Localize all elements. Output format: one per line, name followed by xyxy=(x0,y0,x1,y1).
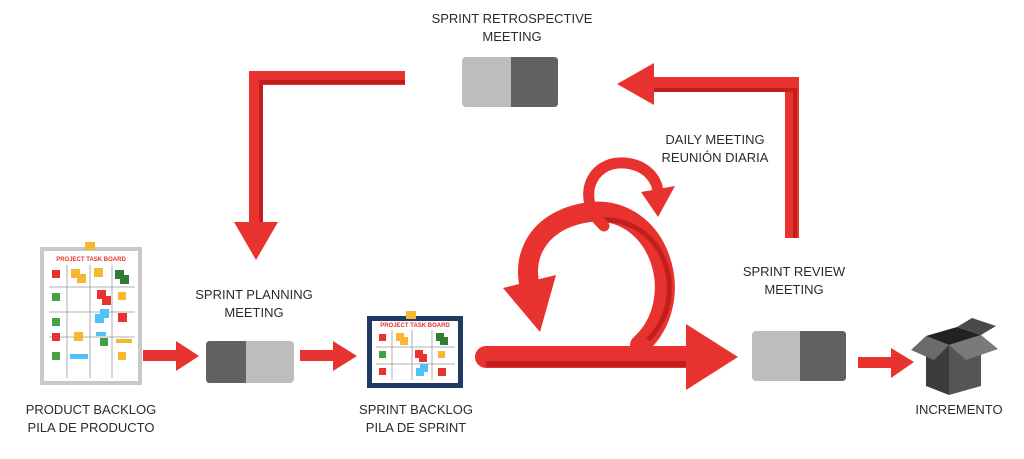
sprint-retrospective-line2: MEETING xyxy=(482,29,542,44)
increment-line1: INCREMENTO xyxy=(915,402,1003,417)
sprint-backlog-line2: PILA DE SPRINT xyxy=(365,420,467,435)
cycle-arrow-icon xyxy=(503,157,675,355)
sprint-planning-label: SPRINT PLANNING MEETING xyxy=(184,286,324,322)
sprint-retrospective-label: SPRINT RETROSPECTIVE MEETING xyxy=(402,10,622,46)
review-to-increment-arrow xyxy=(858,348,914,378)
product-backlog-line1: PRODUCT BACKLOG xyxy=(25,402,157,417)
increment-label: INCREMENTO xyxy=(904,401,1014,419)
sprint-planning-line2: MEETING xyxy=(224,305,284,320)
retrospective-meeting-icon xyxy=(462,57,558,107)
daily-meeting-line1: DAILY MEETING xyxy=(665,132,765,147)
sprint-retrospective-line1: SPRINT RETROSPECTIVE xyxy=(431,11,593,26)
daily-meeting-label: DAILY MEETING REUNIÓN DIARIA xyxy=(640,131,790,167)
sprint-review-line1: SPRINT REVIEW xyxy=(742,264,846,279)
sprint-review-label: SPRINT REVIEW MEETING xyxy=(724,263,864,299)
sprint-main-arrow xyxy=(475,324,738,390)
product-backlog-line2: PILA DE PRODUCTO xyxy=(27,420,155,435)
sprint-task-board-icon: PROJECT TASK BOARD xyxy=(367,311,463,388)
planning-to-sprint-backlog-arrow xyxy=(300,341,357,371)
review-to-retro-arrow xyxy=(617,63,799,238)
sprint-board-title: PROJECT TASK BOARD xyxy=(380,323,450,329)
product-backlog-label: PRODUCT BACKLOG PILA DE PRODUCTO xyxy=(16,401,166,437)
product-board-title: PROJECT TASK BOARD xyxy=(56,257,126,263)
sprint-review-line2: MEETING xyxy=(764,282,824,297)
daily-meeting-line2: REUNIÓN DIARIA xyxy=(661,150,769,165)
backlog-to-planning-arrow xyxy=(143,341,199,371)
retro-to-planning-arrow xyxy=(234,71,405,260)
product-task-board-icon: PROJECT TASK BOARD xyxy=(40,242,142,385)
box-icon xyxy=(911,318,998,395)
review-meeting-icon xyxy=(752,331,846,381)
sprint-backlog-line1: SPRINT BACKLOG xyxy=(359,402,473,417)
sprint-planning-line1: SPRINT PLANNING xyxy=(195,287,313,302)
sprint-backlog-label: SPRINT BACKLOG PILA DE SPRINT xyxy=(346,401,486,437)
planning-meeting-icon xyxy=(206,341,294,383)
